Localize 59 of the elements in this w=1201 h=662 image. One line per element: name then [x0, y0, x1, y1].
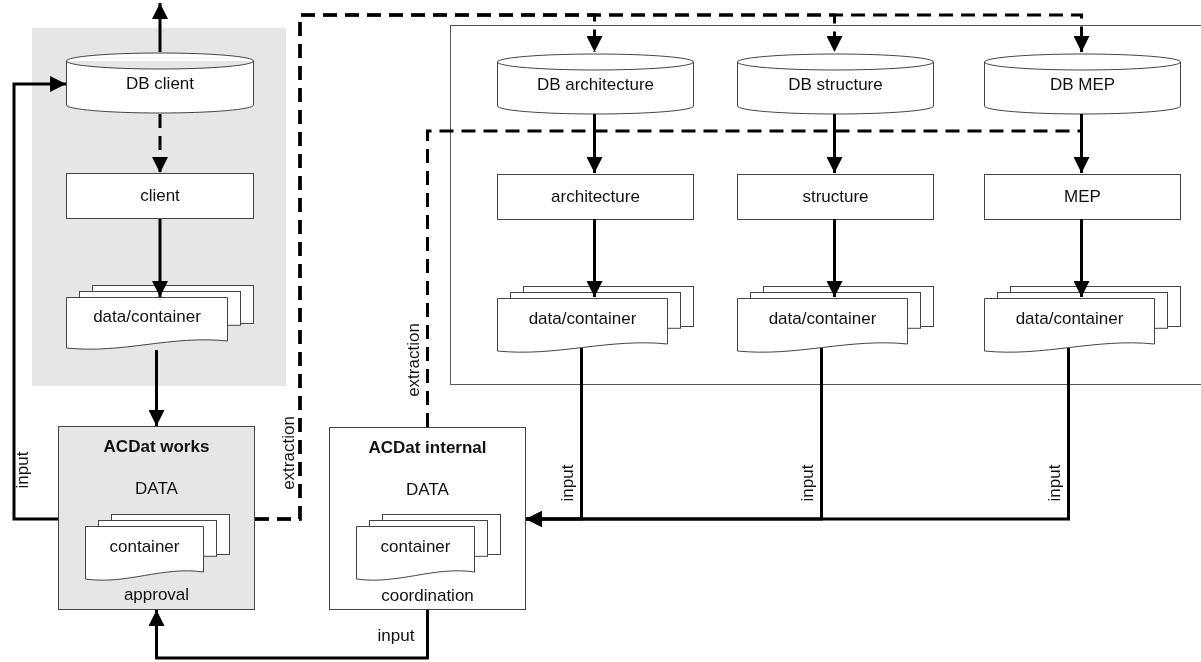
edge-label: input: [558, 464, 578, 502]
edge-label: input: [1045, 464, 1065, 502]
edge-label: input: [377, 626, 415, 646]
process-box: [737, 174, 934, 220]
arrow: [586, 114, 603, 173]
arrow: [526, 348, 1070, 527]
node-label: DB architecture: [536, 75, 655, 94]
dashed-arrow: [152, 114, 168, 173]
repository-box: [58, 426, 255, 610]
edge-label: extraction: [279, 416, 299, 490]
database-cylinder: [984, 53, 1181, 115]
arrow: [152, 3, 168, 52]
edge-label: input: [798, 464, 818, 502]
arrow: [1073, 114, 1090, 173]
node-label: coordination: [381, 586, 474, 605]
node-label: data/container: [528, 309, 637, 328]
document-stack: [66, 285, 254, 353]
node-label: MEP: [1064, 187, 1101, 206]
node-label: approval: [123, 585, 190, 604]
arrow: [826, 114, 843, 173]
node-heading: ACDat works: [103, 437, 210, 456]
repository-box: [329, 427, 526, 610]
edge-label: extraction: [404, 323, 424, 397]
arrow: [148, 350, 165, 426]
edge-label: input: [13, 451, 33, 489]
node-label: DATA: [135, 479, 178, 498]
node-label: architecture: [551, 187, 640, 206]
arrow: [12, 76, 66, 521]
shaded-region: [32, 28, 286, 386]
document-stack: [737, 286, 934, 356]
arrow: [586, 219, 603, 297]
arrow: [1073, 219, 1090, 297]
document-stack: [85, 514, 230, 584]
node-label: data/container: [768, 309, 877, 328]
node-label: structure: [802, 187, 869, 206]
arrow: [826, 219, 843, 297]
node-label: DB MEP: [1049, 75, 1116, 94]
node-label: DATA: [406, 480, 449, 499]
process-box: [66, 173, 254, 219]
document-stack: [356, 514, 501, 584]
node-label: DB client: [126, 74, 194, 93]
dashed-arrow: [255, 13, 1090, 521]
process-box: [497, 174, 694, 220]
node-label: container: [109, 537, 180, 556]
node-label: client: [140, 186, 180, 205]
arrow: [152, 219, 168, 297]
document-stack: [497, 286, 694, 356]
process-box: [984, 174, 1181, 220]
document-stack: [984, 286, 1181, 356]
node-label: DB structure: [788, 75, 883, 94]
node-label: container: [380, 537, 451, 556]
node-label: data/container: [1015, 309, 1124, 328]
database-cylinder: [497, 53, 694, 115]
database-cylinder: [737, 53, 934, 115]
group-frame: [450, 25, 1201, 385]
node-label: data/container: [93, 307, 201, 326]
database-cylinder: [66, 52, 254, 114]
arrow: [148, 610, 429, 660]
node-heading: ACDat internal: [368, 438, 487, 457]
